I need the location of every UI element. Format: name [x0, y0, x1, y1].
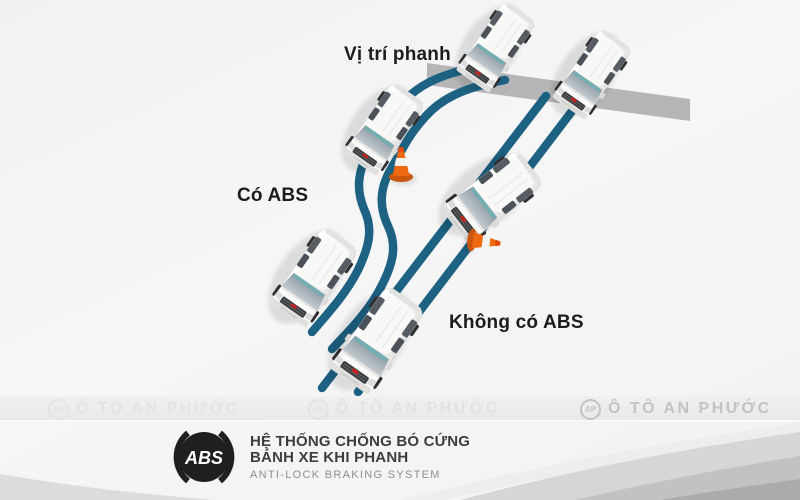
label-braking-position: Vị trí phanh [344, 44, 451, 65]
watermark: AP Ô TÔ AN PHƯỚC [308, 398, 500, 420]
abs-track-right [327, 75, 510, 354]
ap-circle-logo-icon: AP [308, 398, 329, 420]
label-with-abs: Có ABS [237, 185, 309, 206]
watermark-text: Ô TÔ AN PHƯỚC [608, 400, 772, 417]
badge-subtitle: ANTI-LOCK BRAKING SYSTEM [250, 468, 441, 481]
watermark: AP Ô TÔ AN PHƯỚC [580, 398, 772, 420]
watermark-band [0, 396, 800, 421]
bottom-swoosh-graphics [0, 423, 800, 500]
badge-title-line2: BÁNH XE KHI PHANH [250, 448, 409, 466]
label-without-abs: Không có ABS [449, 312, 584, 333]
watermark: AP Ô TÔ AN PHƯỚC [48, 398, 240, 420]
badge-title-line1: HỆ THỐNG CHỐNG BÓ CỨNG [250, 432, 471, 450]
abs-warning-light-icon: ABS [173, 430, 235, 484]
ap-circle-logo-icon: AP [48, 398, 69, 420]
abs-symbol-text: ABS [184, 448, 223, 468]
abs-title-block: ABS HỆ THỐNG CHỐNG BÓ CỨNG BÁNH XE KHI P… [166, 425, 470, 489]
ap-circle-logo-icon: AP [580, 398, 601, 420]
van-start-right [537, 20, 636, 129]
watermark-text: Ô TÔ AN PHƯỚC [76, 400, 240, 417]
watermark-text: Ô TÔ AN PHƯỚC [336, 400, 500, 417]
